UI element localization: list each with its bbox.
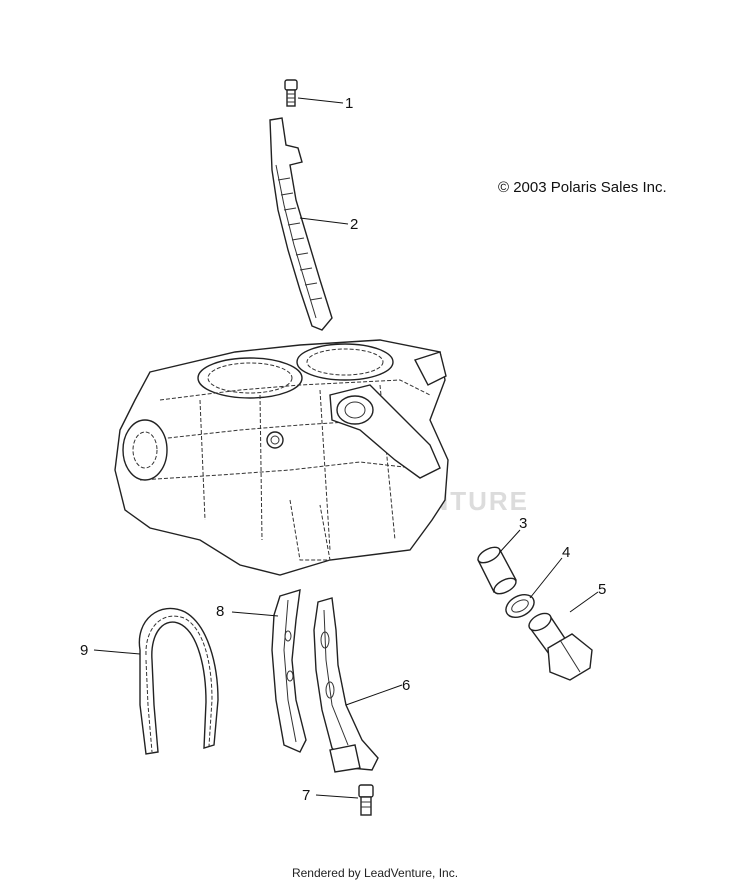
leader-7 xyxy=(315,794,359,799)
leader-4 xyxy=(529,557,563,599)
part-7-bolt[interactable] xyxy=(358,784,374,816)
leader-2 xyxy=(299,217,349,225)
part-4-washer[interactable] xyxy=(502,590,538,622)
callout-5: 5 xyxy=(598,581,606,598)
leader-3 xyxy=(499,529,521,553)
leader-6 xyxy=(345,684,403,706)
part-5-plug[interactable] xyxy=(526,610,593,681)
part-2-chain-guide[interactable] xyxy=(269,117,333,331)
engine-crankcase xyxy=(114,339,449,576)
part-1-bolt[interactable] xyxy=(284,79,298,107)
part-6-tensioner-guide[interactable] xyxy=(313,597,379,773)
callout-4: 4 xyxy=(562,544,570,561)
part-9-timing-chain[interactable] xyxy=(138,607,219,755)
copyright-text: © 2003 Polaris Sales Inc. xyxy=(498,179,667,196)
callout-2: 2 xyxy=(350,216,358,233)
callout-3: 3 xyxy=(519,515,527,532)
part-3-sleeve[interactable] xyxy=(476,544,519,597)
callout-1: 1 xyxy=(345,95,353,112)
leader-1 xyxy=(297,97,344,104)
leader-8 xyxy=(231,611,279,617)
part-8-chain-guide[interactable] xyxy=(271,589,307,753)
callout-6: 6 xyxy=(402,677,410,694)
footer-credit: Rendered by LeadVenture, Inc. xyxy=(291,866,459,880)
leader-5 xyxy=(569,591,599,613)
callout-8: 8 xyxy=(216,603,224,620)
leader-9 xyxy=(93,649,141,655)
callout-7: 7 xyxy=(302,787,310,804)
callout-9: 9 xyxy=(80,642,88,659)
